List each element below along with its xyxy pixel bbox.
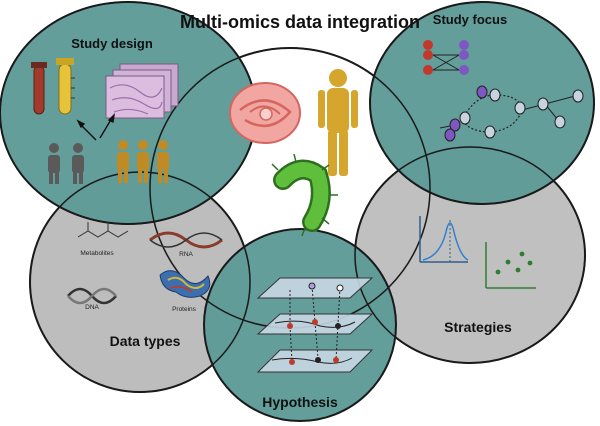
bacteria-icon — [271, 153, 338, 237]
data-types-label: Data types — [110, 333, 181, 349]
human-figure-icon — [318, 69, 358, 176]
network-mapping-icon — [423, 40, 469, 75]
study-focus-label: Study focus — [433, 12, 507, 27]
diagram-title: Multi-omics data integration — [180, 12, 420, 32]
test-tube-yellow-icon — [56, 58, 75, 115]
dna-label: DNA — [85, 304, 99, 311]
test-tube-red-icon — [31, 62, 47, 115]
case-people-icon — [117, 140, 169, 183]
arrows-icon — [76, 113, 115, 141]
rna-label: RNA — [179, 251, 193, 258]
protein-structure-icon — [159, 270, 211, 298]
cell-icon — [229, 82, 301, 144]
multilayer-network-icon — [256, 277, 374, 373]
rna-strand-icon — [149, 231, 223, 249]
hypothesis-label: Hypothesis — [262, 394, 338, 410]
distribution-curve-icon — [419, 216, 469, 263]
proteins-label: Proteins — [172, 306, 197, 313]
metabolites-label: Metabolites — [80, 250, 114, 257]
study-focus-circle — [369, 1, 595, 205]
strategies-label: Strategies — [444, 319, 512, 335]
tissue-slides-icon — [105, 63, 179, 119]
control-people-icon — [48, 143, 84, 184]
scatter-plot-icon — [485, 242, 536, 289]
pathway-network-icon — [439, 85, 584, 142]
metabolites-structure-icon — [77, 222, 129, 238]
study-focus-outline — [369, 1, 595, 205]
dna-helix-icon — [67, 287, 117, 305]
strategies-outline — [354, 146, 586, 364]
study-design-label: Study design — [71, 36, 153, 51]
